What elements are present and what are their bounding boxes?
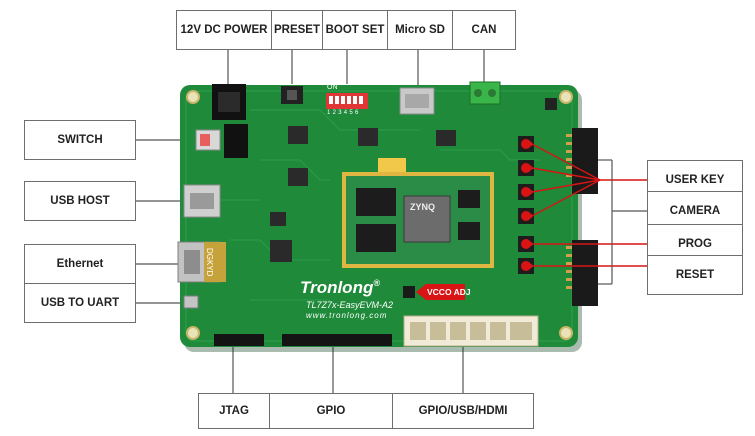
registered-mark: ®: [373, 278, 380, 288]
callout-preset: PRESET: [271, 10, 323, 50]
gpio-header: [282, 334, 392, 346]
can-screw-2: [488, 89, 496, 97]
callout-text: CAN: [471, 24, 497, 36]
preset-button-cap: [287, 90, 297, 100]
som-chip-1: [458, 190, 480, 208]
callout-text: BOOT SET: [325, 24, 385, 36]
expansion-connector-slots: [410, 322, 532, 340]
callout-text: USER KEY: [665, 174, 725, 186]
dip-on-label: ON: [327, 84, 338, 91]
board-website: www.tronlong.com: [306, 311, 387, 320]
board-website-text: www.tronlong.com: [306, 311, 388, 320]
ethernet-magnetics: [204, 242, 226, 282]
callout-text: Ethernet: [56, 258, 104, 270]
eth-marking-text: DGKYD: [205, 248, 214, 277]
callout-text: SWITCH: [57, 134, 103, 146]
callout-micro-sd: Micro SD: [387, 10, 453, 50]
callout-gpio: GPIO: [269, 393, 393, 429]
callout-text: GPIO/USB/HDMI: [418, 405, 508, 417]
dip-on-text: ON: [327, 84, 338, 91]
user-keys: [518, 136, 534, 224]
vcco-arrow: [416, 284, 426, 300]
usb-host-port-inner: [190, 193, 214, 209]
can-screw-1: [474, 89, 482, 97]
dip-switch-levers: [329, 96, 363, 104]
callout-text: PRESET: [273, 24, 320, 36]
can-terminal: [469, 81, 501, 105]
capacitor: [545, 98, 557, 110]
power-switch-lever: [200, 134, 210, 146]
soc-label: ZYNQ: [410, 202, 435, 212]
som-chip-2: [458, 222, 480, 240]
right-red-dots: [527, 141, 533, 269]
right-red-lines: [531, 143, 648, 267]
camera-header-2: [572, 240, 598, 306]
callout-text: CAMERA: [669, 205, 721, 217]
micro-sd-card: [405, 94, 429, 108]
callout-text: GPIO: [316, 405, 346, 417]
dip-number-text: 1 2 3 4 5 6: [327, 110, 359, 116]
eth-marking: DGKYD: [205, 248, 214, 276]
power-modules: [270, 126, 456, 262]
brand-logo: Tronlong®: [300, 278, 380, 298]
board-model: TL7Z7x-EasyEVM-A2: [306, 300, 393, 310]
power-inductor: [224, 124, 248, 158]
header-pins: [566, 134, 572, 289]
vcco-jumper: [403, 286, 415, 298]
callout-text: RESET: [675, 269, 715, 281]
ddr-chip-1: [356, 188, 396, 216]
jtag-header: [214, 334, 264, 346]
vcco-label: VCCO ADJ: [427, 287, 471, 297]
mounting-holes: [186, 90, 573, 340]
ethernet-port-inner: [184, 250, 200, 274]
callout-text: PROG: [678, 238, 712, 250]
callout-ethernet: Ethernet: [24, 244, 136, 284]
callout-usb-to-uart: USB TO UART: [24, 283, 136, 323]
yellow-capacitor: [378, 158, 406, 172]
brand-text: Tronlong: [300, 278, 374, 297]
vcco-text: VCCO ADJ: [427, 287, 471, 297]
ddr-chip-2: [356, 224, 396, 252]
dc-power-jack-inner: [218, 92, 240, 112]
top-leader-lines: [227, 50, 485, 86]
callout-text: USB TO UART: [40, 297, 120, 309]
bottom-leader-lines: [232, 340, 464, 394]
callout-jtag: JTAG: [198, 393, 270, 429]
micro-usb-uart: [183, 295, 199, 309]
callout-gpio-usb-hdmi: GPIO/USB/HDMI: [392, 393, 534, 429]
soc-text: ZYNQ: [410, 202, 436, 212]
camera-bracket: [598, 159, 648, 285]
prog-reset-keys: [518, 236, 534, 274]
callout-reset: RESET: [647, 255, 743, 295]
callout-text: JTAG: [219, 405, 249, 417]
callout-usb-host: USB HOST: [24, 181, 136, 221]
board-model-text: TL7Z7x-EasyEVM-A2: [306, 300, 394, 310]
callout-text: USB HOST: [50, 195, 110, 207]
callout-12v-dc-power: 12V DC POWER: [176, 10, 272, 50]
callout-switch: SWITCH: [24, 120, 136, 160]
callout-text: 12V DC POWER: [180, 24, 268, 36]
callout-text: Micro SD: [395, 24, 445, 36]
zynq-soc: [403, 195, 451, 243]
dip-number-label: 1 2 3 4 5 6: [327, 110, 359, 116]
callout-boot-set: BOOT SET: [322, 10, 388, 50]
vcco-label-bg: [425, 284, 465, 300]
callout-can: CAN: [452, 10, 516, 50]
